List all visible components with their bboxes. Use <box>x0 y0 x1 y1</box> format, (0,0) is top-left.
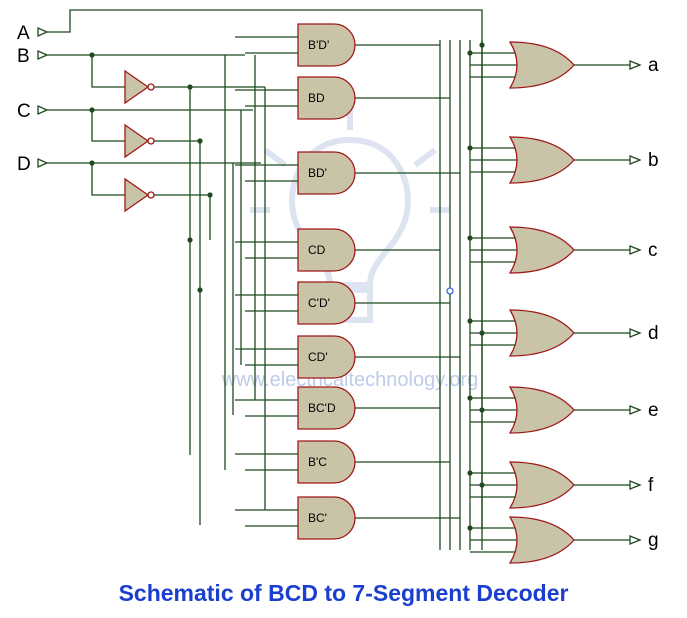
junction-dot <box>89 107 95 113</box>
output-port-icon <box>629 480 642 490</box>
output-port-icon <box>629 405 642 415</box>
output-port-icon <box>629 535 642 545</box>
not-gate-icon <box>124 177 150 213</box>
and-gate-label: BD <box>308 91 325 105</box>
output-label-d: d <box>648 323 659 344</box>
output-port-icon <box>629 155 642 165</box>
junction-dot <box>479 42 485 48</box>
probe-marker <box>446 287 454 295</box>
or-gate-icon <box>508 386 575 434</box>
output-label-a: a <box>648 55 659 76</box>
wire-to-not <box>91 110 125 142</box>
output-port-icon <box>629 328 642 338</box>
and-gate-icon <box>297 335 356 379</box>
and-gate-label: C'D' <box>308 296 330 310</box>
not-bubble-icon <box>147 191 155 199</box>
caption: Schematic of BCD to 7-Segment Decoder <box>118 580 569 606</box>
or-gate-icon <box>508 226 575 274</box>
and-gate-label: CD <box>308 243 326 257</box>
and-gate-label: CD' <box>308 350 328 364</box>
and-gate-label: B'C <box>308 455 327 469</box>
input-label-a: A <box>17 23 30 44</box>
and-gate-icon <box>297 386 356 430</box>
and-gate-icon <box>297 76 356 120</box>
output-label-b: b <box>648 150 659 171</box>
input-port-icon <box>37 104 49 116</box>
watermark-text: www.electricaltechnology.org <box>221 369 478 391</box>
output-label-g: g <box>648 530 659 551</box>
junction-dot <box>479 407 485 413</box>
and-gate-label: BC' <box>308 511 327 525</box>
junction-dot <box>467 470 473 476</box>
junction-dot <box>467 318 473 324</box>
and-gate-icon <box>297 23 356 67</box>
junction-dot <box>467 235 473 241</box>
wires <box>47 9 630 553</box>
input-label-c: C <box>17 101 31 122</box>
wire-to-not <box>91 163 125 196</box>
or-gate-icon <box>508 41 575 89</box>
input-port-icon <box>37 49 49 61</box>
and-gate-icon <box>297 228 356 272</box>
not-bubble-icon <box>147 137 155 145</box>
not-bubble-icon <box>147 83 155 91</box>
output-label-f: f <box>648 475 654 496</box>
or-gate-icon <box>508 136 575 184</box>
input-label-b: B <box>17 46 30 67</box>
not-gate-icon <box>124 69 150 105</box>
junction-dot <box>89 160 95 166</box>
junction-dot <box>467 395 473 401</box>
and-gate-icon <box>297 496 356 540</box>
and-gate-icon <box>297 151 356 195</box>
output-label-c: c <box>648 240 658 261</box>
junction-dot <box>187 237 193 243</box>
junction-dot <box>467 145 473 151</box>
junction-dot <box>467 525 473 531</box>
junction-dots <box>89 42 485 531</box>
junction-dot <box>207 192 213 198</box>
not-gate-icon <box>124 123 150 159</box>
junction-dot <box>89 52 95 58</box>
output-port-icon <box>629 60 642 70</box>
and-gate-label: BD' <box>308 166 327 180</box>
junction-dot <box>197 138 203 144</box>
input-port-icon <box>37 157 49 169</box>
wire-to-not <box>91 55 125 88</box>
input-label-d: D <box>17 154 31 175</box>
and-gate-icon <box>297 281 356 325</box>
junction-dot <box>467 50 473 56</box>
output-label-e: e <box>648 400 659 421</box>
junction-dot <box>187 84 193 90</box>
or-gate-icon <box>508 461 575 509</box>
and-gate-label: B'D' <box>308 38 329 52</box>
junction-dot <box>479 330 485 336</box>
or-gate-icon <box>508 309 575 357</box>
and-gate-label: BC'D <box>308 401 336 415</box>
output-port-icon <box>629 245 642 255</box>
input-port-icon <box>37 26 49 38</box>
junction-dot <box>197 287 203 293</box>
and-gate-icon <box>297 440 356 484</box>
junction-dot <box>479 482 485 488</box>
gates: B'D' BD BD' CD C'D' CD' BC'D B'C BC' <box>124 23 575 564</box>
or-gate-icon <box>508 516 575 564</box>
